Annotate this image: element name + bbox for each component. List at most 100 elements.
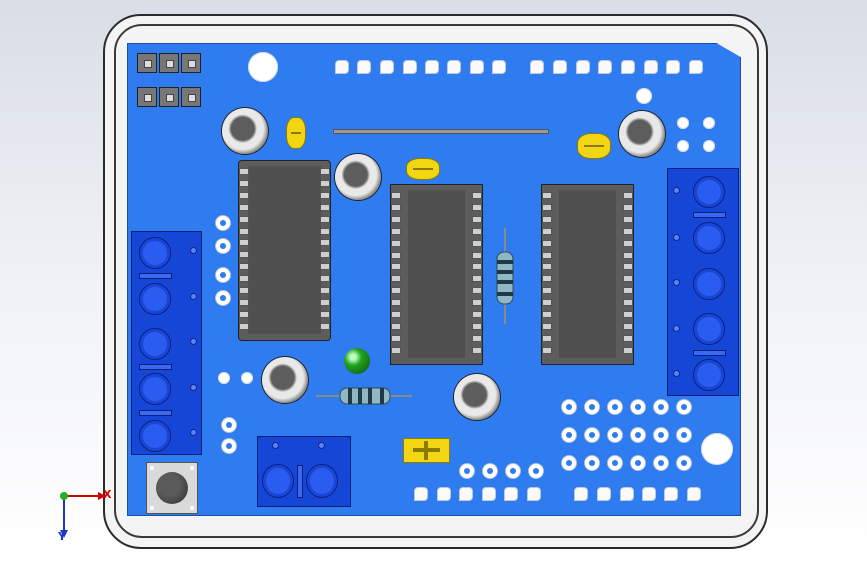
ic-pin <box>472 215 482 223</box>
ic-pin <box>320 203 330 211</box>
ic-pin <box>472 227 482 235</box>
grid-hole <box>584 427 600 443</box>
ic-pin <box>391 311 401 318</box>
ic-pin <box>320 287 330 294</box>
ic-pin <box>239 215 249 223</box>
ic-pin <box>391 227 401 235</box>
ic-pin <box>239 275 249 283</box>
ic-pin <box>391 275 401 283</box>
ceramic-capacitor-3[interactable] <box>577 133 611 159</box>
ic-pin <box>623 275 633 283</box>
resistor-r2[interactable] <box>316 384 412 408</box>
ic-pin <box>239 227 249 235</box>
ic-pin <box>472 263 482 271</box>
ic-pin <box>320 215 330 223</box>
ic-pin <box>391 215 401 223</box>
resistor-r1[interactable] <box>490 228 520 324</box>
mounting-hole-top-left <box>248 52 278 82</box>
ic-pin <box>542 287 552 295</box>
ic-pin <box>623 322 633 330</box>
ic-pin <box>391 239 401 247</box>
ic-pin <box>239 168 249 175</box>
grid-hole <box>561 455 577 471</box>
grid-hole <box>653 399 669 415</box>
ic-pin <box>472 239 482 247</box>
ic-pin <box>472 346 482 354</box>
grid-hole <box>584 399 600 415</box>
ic-pin <box>542 334 552 342</box>
grid-hole <box>676 399 692 415</box>
ic-pin <box>623 239 633 247</box>
grid-hole <box>561 399 577 415</box>
board-inner-shell <box>114 24 759 538</box>
ic-pin <box>239 263 249 271</box>
ic-pin <box>391 287 401 295</box>
capacitor-c2[interactable] <box>335 154 381 200</box>
ic-pin <box>623 251 633 259</box>
ic-pin <box>542 215 552 223</box>
ic-pin <box>623 346 633 354</box>
ceramic-capacitor-1[interactable] <box>286 117 306 149</box>
ic-pin <box>623 334 633 342</box>
grid-hole <box>676 455 692 471</box>
ic-pin <box>320 310 330 318</box>
ic-pin <box>391 334 401 342</box>
ic-pin <box>542 203 552 211</box>
ic-pin <box>391 192 401 199</box>
ic-pin <box>472 203 482 211</box>
ic-pin <box>239 203 249 211</box>
ic-pin <box>542 239 552 247</box>
capacitor-c5[interactable] <box>454 374 500 420</box>
axis-y-label: Y <box>58 530 66 543</box>
grid-hole <box>676 427 692 443</box>
ic-pin <box>472 287 482 295</box>
ic-pin <box>623 203 633 211</box>
ic-pin <box>542 311 552 318</box>
ic-pin <box>623 299 633 307</box>
ceramic-capacitor-2[interactable] <box>406 158 440 180</box>
ic-pin <box>472 275 482 283</box>
ic-pin <box>472 299 482 307</box>
ic-pin <box>320 179 330 187</box>
ic-pin <box>472 192 482 199</box>
ic-pin <box>239 179 249 187</box>
ic-pin <box>623 192 633 199</box>
ic-pin <box>239 322 249 330</box>
trace-bar <box>333 129 549 134</box>
grid-hole <box>607 427 623 443</box>
capacitor-c4[interactable] <box>262 357 308 403</box>
ic-pin <box>623 311 633 318</box>
grid-hole <box>630 399 646 415</box>
grid-hole <box>630 455 646 471</box>
ic-pin <box>320 251 330 259</box>
grid-hole <box>653 427 669 443</box>
ic-pin <box>391 263 401 271</box>
ic-pin <box>542 192 552 199</box>
ic-pin <box>239 287 249 294</box>
ic-pin <box>623 263 633 271</box>
ic-pin <box>320 227 330 235</box>
ic-pin <box>239 191 249 199</box>
axes-triad-icon <box>60 492 106 538</box>
grid-hole <box>607 455 623 471</box>
ic-pin <box>320 298 330 306</box>
ic-pin <box>391 251 401 259</box>
ic-pin <box>623 227 633 235</box>
ic-pin <box>472 311 482 318</box>
ic-pin <box>542 322 552 330</box>
ic-pin <box>623 287 633 295</box>
ic-pin <box>542 346 552 354</box>
grid-hole <box>584 455 600 471</box>
mounting-hole-top-right <box>636 88 652 104</box>
capacitor-c3[interactable] <box>619 111 665 157</box>
ic-pin <box>623 215 633 223</box>
capacitor-c1[interactable] <box>222 108 268 154</box>
led-green[interactable] <box>344 348 370 374</box>
ic-pin <box>239 251 249 259</box>
ic-pin <box>542 263 552 271</box>
axis-x-label: X <box>103 488 112 501</box>
ic-pin <box>391 299 401 307</box>
ic-pin <box>472 334 482 342</box>
ic-pin <box>320 275 330 283</box>
